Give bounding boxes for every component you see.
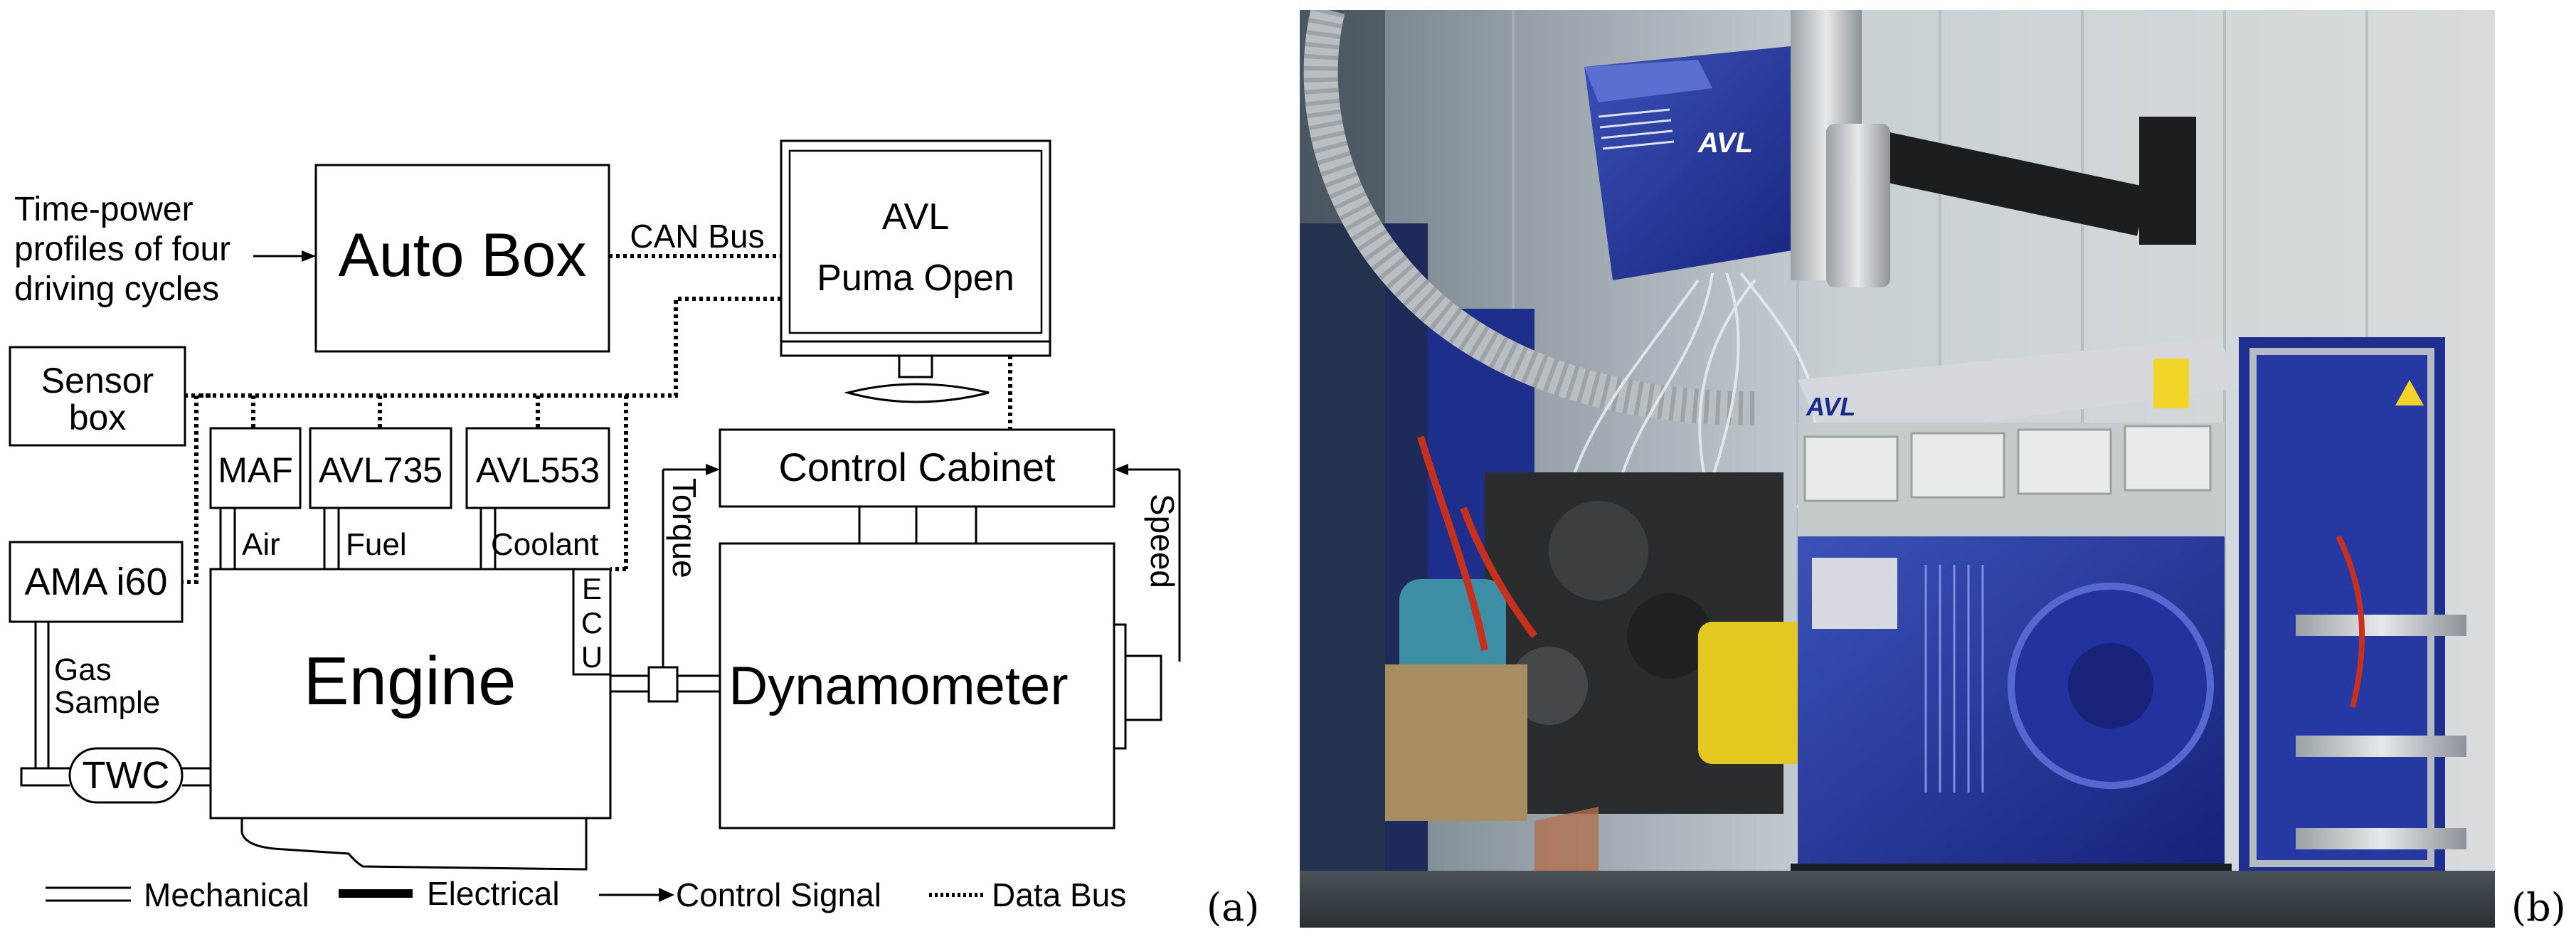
- time-power-label-line3: driving cycles: [14, 270, 219, 308]
- maf-label: MAF: [218, 450, 293, 490]
- avl553-label: AVL553: [476, 450, 600, 490]
- sensor-label: Sensor: [41, 361, 154, 401]
- speed-label: Speed: [1144, 494, 1181, 588]
- dynamometer-label: Dynamometer: [728, 656, 1068, 716]
- puma-open-label: Puma Open: [817, 258, 1014, 299]
- avl-label: AVL: [882, 196, 949, 238]
- sample-label: Sample: [54, 685, 160, 720]
- torque-label: Torque: [666, 478, 703, 578]
- avl553-block: [465, 427, 610, 509]
- dynamometer-machine: AVL: [1791, 337, 2246, 928]
- panel-label-a: (a): [1207, 885, 1260, 930]
- avl-logo-overhead: AVL: [1697, 127, 1753, 159]
- ecu-label-e: E: [582, 572, 602, 605]
- yellow-coupling: [1698, 622, 1826, 764]
- twc-label: TWC: [83, 754, 170, 797]
- legend: [46, 886, 986, 902]
- ama-i60-label: AMA i60: [24, 561, 167, 603]
- avl735-block: [309, 427, 452, 509]
- right-cabinet: [2239, 337, 2466, 878]
- legend-electrical-label: Electrical: [427, 875, 560, 912]
- test-bench-photo: AVL AVL: [1300, 10, 2495, 928]
- torque-sensor: [647, 666, 679, 703]
- fuel-label: Fuel: [346, 527, 407, 562]
- can-bus-label: CAN Bus: [630, 218, 764, 255]
- ecu-block: [572, 568, 612, 676]
- overhead-avl-unit: AVL: [1584, 46, 1826, 280]
- control-cabinet-label: Control Cabinet: [778, 445, 1056, 489]
- coolant-label: Coolant: [491, 527, 599, 562]
- boom-cylinder: [1826, 124, 1890, 287]
- avl-monitor: [780, 139, 1051, 343]
- gas-label: Gas: [54, 652, 112, 687]
- engine-label: Engine: [304, 643, 516, 719]
- panel-label-b: (b): [2511, 885, 2566, 930]
- engine-assembly: [1385, 435, 1826, 928]
- time-power-label-line1: Time-power: [14, 191, 194, 228]
- box-label: box: [69, 398, 127, 437]
- schematic-diagram: Time-power profiles of four driving cycl…: [9, 139, 1181, 913]
- legend-mechanical-label: Mechanical: [144, 876, 309, 913]
- avl-logo-dyno: AVL: [1806, 392, 1855, 421]
- air-label: Air: [242, 527, 280, 562]
- engine-oil-pan: [240, 818, 588, 871]
- time-power-label-line2: profiles of four: [14, 230, 230, 268]
- engine-block: [209, 568, 612, 820]
- monitor-stand: [844, 383, 990, 403]
- legend-data-bus-label: Data Bus: [992, 876, 1126, 913]
- ecu-label-c: C: [581, 606, 603, 640]
- ecu-label-u: U: [581, 640, 603, 674]
- legend-control-signal-label: Control Signal: [676, 876, 881, 913]
- avl735-label: AVL735: [319, 450, 442, 490]
- twc-block: [68, 747, 184, 804]
- maf-block: [209, 427, 302, 509]
- auto-box-label: Auto Box: [339, 221, 587, 290]
